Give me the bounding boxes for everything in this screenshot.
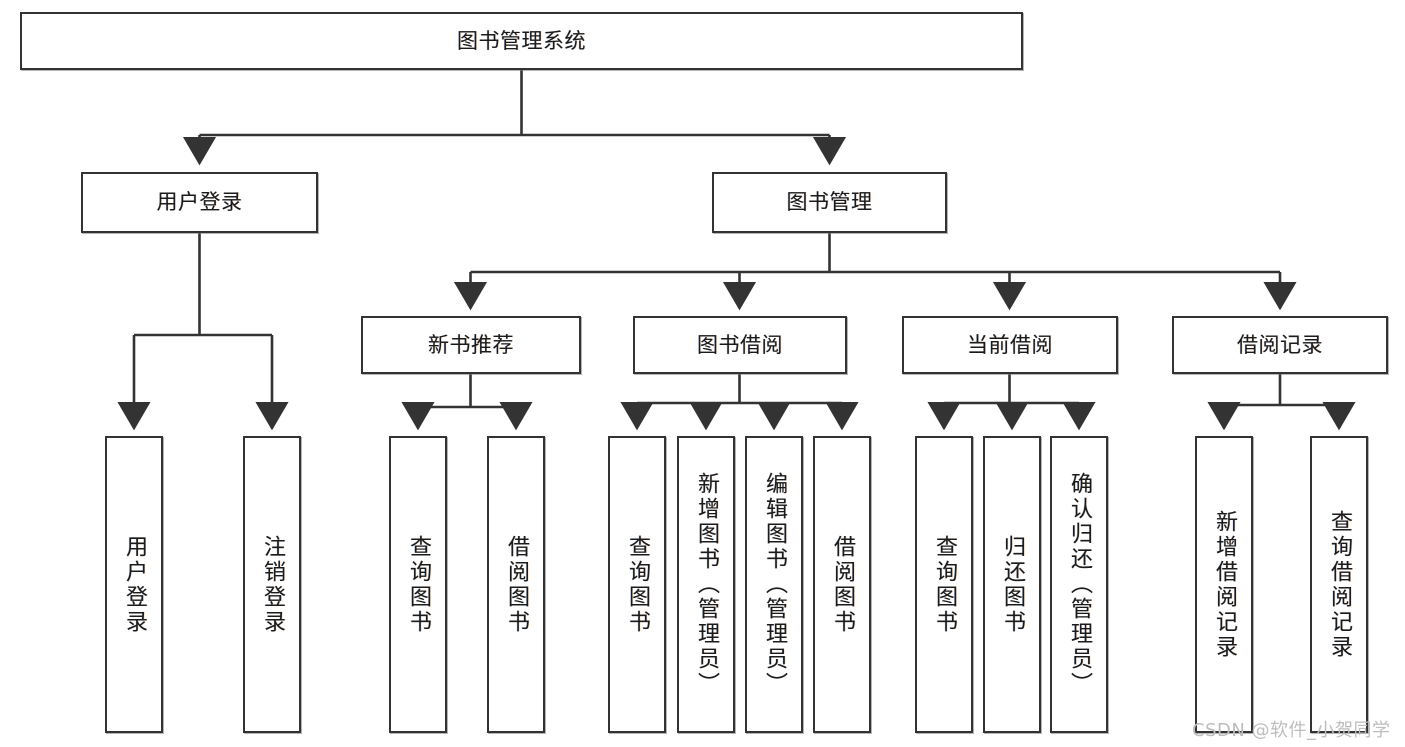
node-borrow-record[interactable]: 借阅记录: [1172, 316, 1388, 374]
node-book-borrow[interactable]: 图书借阅: [633, 316, 847, 374]
node-new-book-recommend[interactable]: 新书推荐: [361, 316, 581, 374]
node-root[interactable]: 图书管理系统: [20, 12, 1023, 70]
node-leaf-edit-book[interactable]: 编辑图书（管理员）: [745, 436, 803, 733]
node-user-login[interactable]: 用户登录: [81, 172, 318, 233]
node-leaf-add-book-label: 新增图书（管理员）: [694, 472, 719, 697]
node-leaf-query-book-3[interactable]: 查询图书: [915, 436, 973, 733]
node-book-borrow-label: 图书借阅: [697, 332, 783, 357]
node-leaf-query-record-label: 查询借阅记录: [1327, 509, 1352, 660]
node-leaf-confirm-return-label: 确认归还（管理员）: [1067, 472, 1092, 697]
node-leaf-return-book[interactable]: 归还图书: [983, 436, 1041, 733]
node-user-login-label: 用户登录: [156, 190, 243, 215]
node-leaf-borrow-book-1-label: 借阅图书: [504, 534, 529, 635]
node-leaf-borrow-book-1[interactable]: 借阅图书: [487, 436, 545, 733]
node-leaf-query-book-2[interactable]: 查询图书: [608, 436, 666, 733]
node-current-borrow[interactable]: 当前借阅: [902, 316, 1118, 374]
node-current-borrow-label: 当前借阅: [967, 332, 1053, 357]
node-leaf-query-book-1-label: 查询图书: [406, 534, 431, 635]
node-leaf-confirm-return[interactable]: 确认归还（管理员）: [1050, 436, 1108, 733]
node-leaf-logout-label: 注销登录: [260, 534, 285, 635]
node-borrow-record-label: 借阅记录: [1237, 332, 1323, 357]
node-leaf-user-login[interactable]: 用户登录: [105, 436, 163, 733]
node-leaf-logout[interactable]: 注销登录: [243, 436, 301, 733]
node-new-book-recommend-label: 新书推荐: [428, 332, 514, 357]
node-leaf-return-book-label: 归还图书: [1000, 534, 1025, 635]
node-leaf-add-book[interactable]: 新增图书（管理员）: [677, 436, 735, 733]
node-leaf-borrow-book-2-label: 借阅图书: [830, 534, 855, 635]
node-leaf-borrow-book-2[interactable]: 借阅图书: [813, 436, 871, 733]
node-leaf-query-book-3-label: 查询图书: [932, 534, 957, 635]
node-leaf-user-login-label: 用户登录: [122, 534, 147, 635]
node-book-manage[interactable]: 图书管理: [712, 172, 947, 233]
node-leaf-add-record-label: 新增借阅记录: [1212, 509, 1237, 660]
node-leaf-query-book-1[interactable]: 查询图书: [389, 436, 447, 733]
node-leaf-add-record[interactable]: 新增借阅记录: [1195, 436, 1253, 733]
watermark: CSDN @软件_小贺同学: [1192, 720, 1391, 741]
node-leaf-query-record[interactable]: 查询借阅记录: [1310, 436, 1368, 733]
node-book-manage-label: 图书管理: [786, 190, 873, 215]
node-leaf-edit-book-label: 编辑图书（管理员）: [762, 472, 787, 697]
node-root-label: 图书管理系统: [457, 28, 586, 53]
node-leaf-query-book-2-label: 查询图书: [625, 534, 650, 635]
